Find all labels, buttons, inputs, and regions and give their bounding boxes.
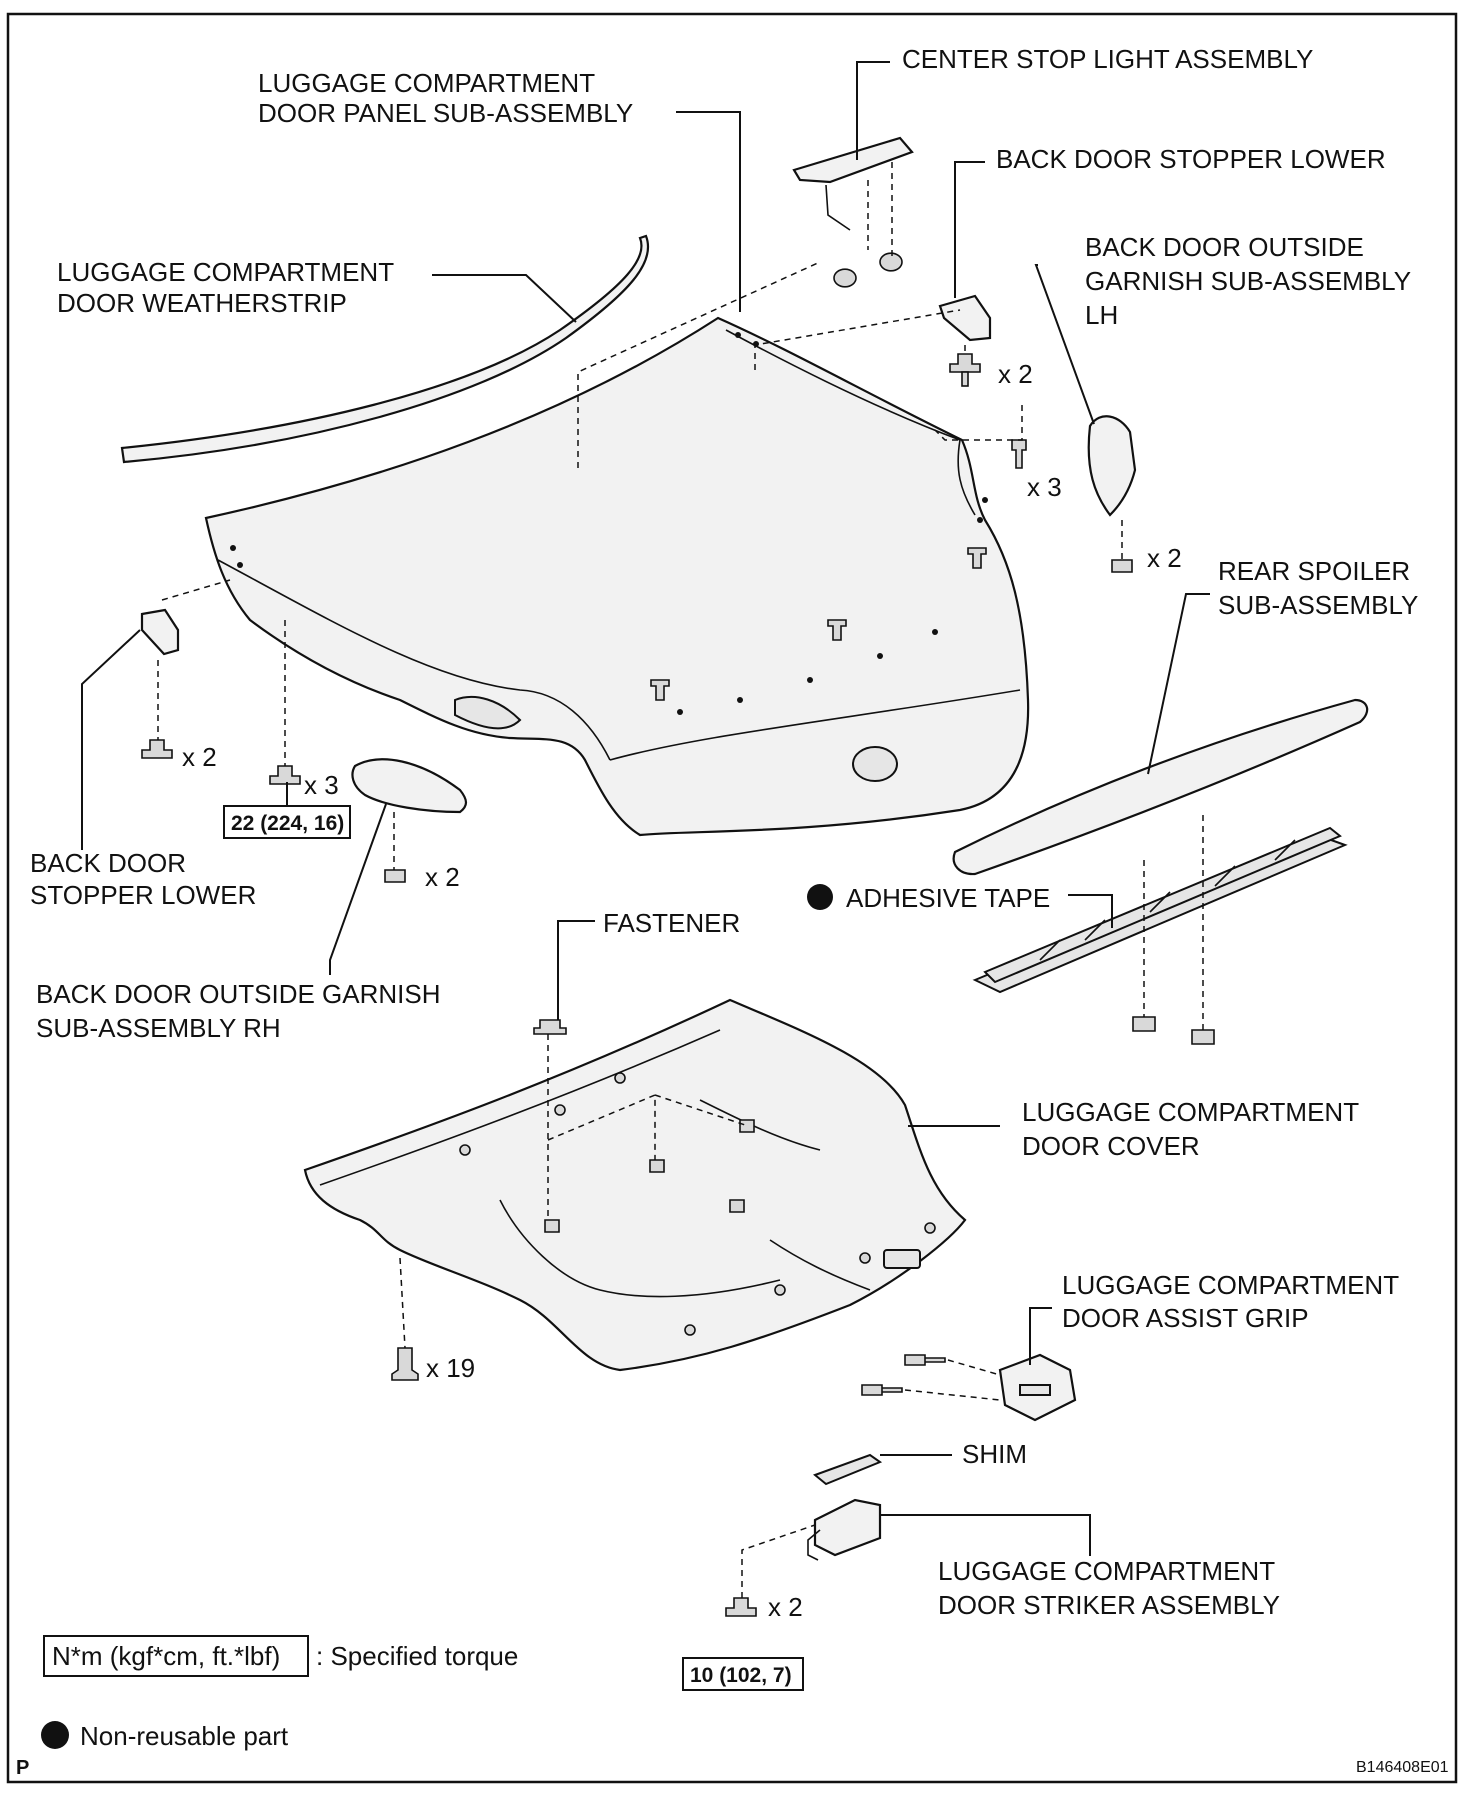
garnish-lh-part (1087, 415, 1137, 573)
label-assist-grip-line2: DOOR ASSIST GRIP (1062, 1303, 1309, 1333)
center-stop-light-part (792, 136, 914, 288)
stopper-lower-left-part (140, 608, 301, 785)
corner-letter: P (16, 1757, 29, 1779)
nonreusable-dot-legend (41, 1721, 69, 1749)
leader-lines (81, 61, 1210, 1556)
label-shim: SHIM (962, 1439, 1027, 1469)
stopper-lower-right-part (938, 294, 1027, 469)
label-striker-line2: DOOR STRIKER ASSEMBLY (938, 1590, 1280, 1620)
torque-value-striker: 10 (102, 7) (690, 1664, 792, 1687)
qty-panel-bolts: x 3 (1027, 472, 1062, 502)
label-door-panel-line2: DOOR PANEL SUB-ASSEMBLY (258, 98, 633, 128)
torque-box-striker (682, 1657, 804, 1691)
shim-part (813, 1453, 883, 1486)
rear-spoiler-part (952, 698, 1369, 876)
legend-torque-units: N*m (kgf*cm, ft.*lbf) (52, 1641, 280, 1671)
assembly-lines (157, 162, 1204, 1598)
label-door-cover-line2: DOOR COVER (1022, 1131, 1200, 1161)
diagram-frame (6, 12, 1458, 1784)
label-rear-spoiler-line2: SUB-ASSEMBLY (1218, 590, 1418, 620)
label-rear-spoiler-line1: REAR SPOILER (1218, 556, 1410, 586)
torque-value-panel: 22 (224, 16) (231, 812, 344, 835)
cover-clip-part (391, 1347, 419, 1381)
adhesive-tape-part (972, 826, 1348, 1045)
label-garnish-lh-line2: GARNISH SUB-ASSEMBLY (1085, 266, 1411, 296)
label-garnish-lh-line3: LH (1085, 300, 1118, 330)
label-garnish-rh-line2: SUB-ASSEMBLY RH (36, 1013, 281, 1043)
door-panel-part (204, 316, 1030, 837)
torque-box-panel (223, 805, 351, 839)
label-weatherstrip-line2: DOOR WEATHERSTRIP (57, 288, 347, 318)
label-door-panel-line1: LUGGAGE COMPARTMENT (258, 68, 595, 98)
label-center-stop-light: CENTER STOP LIGHT ASSEMBLY (902, 44, 1313, 74)
figure-id: B146408E01 (1356, 1759, 1449, 1776)
qty-stopper-left-bolts: x 2 (182, 742, 217, 772)
qty-garnish-lh-nuts: x 2 (1147, 543, 1182, 573)
label-door-cover-line1: LUGGAGE COMPARTMENT (1022, 1097, 1359, 1127)
fastener-part (533, 1019, 567, 1035)
garnish-rh-part (351, 758, 468, 883)
label-adhesive-tape: ADHESIVE TAPE (846, 883, 1050, 913)
label-stopper-lower-left-line2: STOPPER LOWER (30, 880, 256, 910)
label-fastener: FASTENER (603, 908, 740, 938)
legend-torque-text: : Specified torque (316, 1641, 518, 1671)
legend-nonreusable-text: Non-reusable part (80, 1721, 289, 1751)
label-stopper-lower-left-line1: BACK DOOR (30, 848, 186, 878)
qty-cover-clips: x 19 (426, 1353, 475, 1383)
qty-panel-left-bolts: x 3 (304, 770, 339, 800)
door-cover-part (303, 998, 967, 1372)
label-assist-grip-line1: LUGGAGE COMPARTMENT (1062, 1270, 1399, 1300)
weatherstrip-part (120, 234, 650, 464)
label-garnish-rh-line1: BACK DOOR OUTSIDE GARNISH (36, 979, 441, 1009)
striker-part (725, 1498, 882, 1617)
legend-torque-box (43, 1635, 309, 1677)
qty-garnish-rh-nuts: x 2 (425, 862, 460, 892)
label-striker-line1: LUGGAGE COMPARTMENT (938, 1556, 1275, 1586)
nonreusable-dot-adhesive (807, 884, 833, 910)
qty-stopper-right-bolts: x 2 (998, 359, 1033, 389)
qty-striker-bolts: x 2 (768, 1592, 803, 1622)
label-stopper-lower-right: BACK DOOR STOPPER LOWER (996, 144, 1386, 174)
label-weatherstrip-line1: LUGGAGE COMPARTMENT (57, 257, 394, 287)
assist-grip-part (861, 1353, 1077, 1422)
label-garnish-lh-line1: BACK DOOR OUTSIDE (1085, 232, 1364, 262)
